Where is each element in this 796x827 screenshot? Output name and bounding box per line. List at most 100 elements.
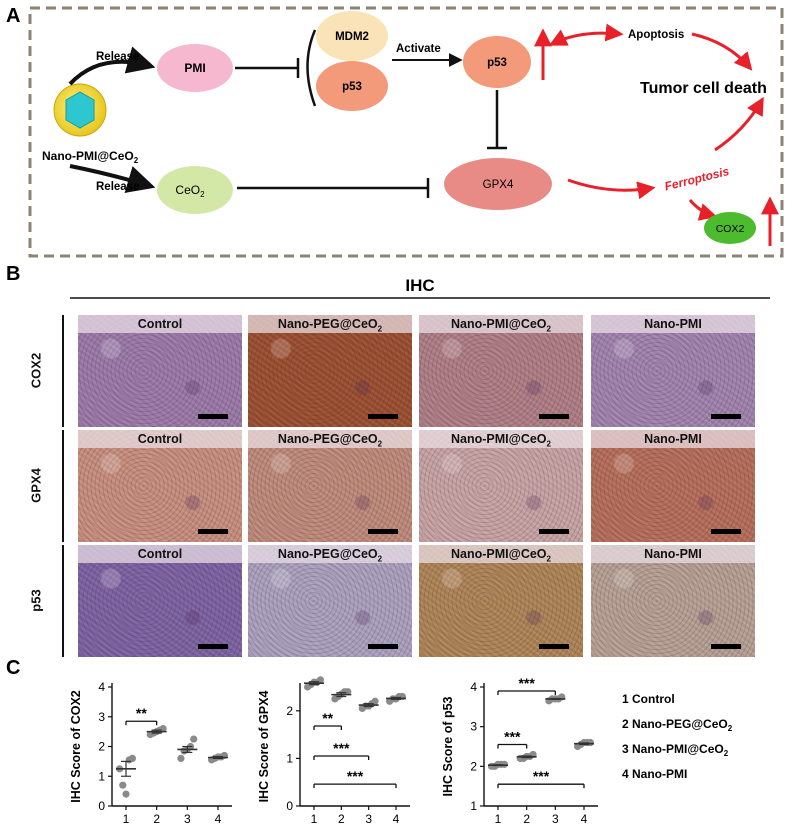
row-label-p53: p53 <box>28 589 44 612</box>
release-arrow-bottom <box>69 164 156 193</box>
y-tick-label: 1 <box>98 769 105 783</box>
y-tick-label: 3 <box>470 720 477 734</box>
ihc-image-p53-2: Nano-PEG@CeO2 <box>248 545 412 657</box>
x-tick-label: 3 <box>184 812 191 826</box>
ihc-column-header-text: Nano-PEG@CeO <box>277 547 378 561</box>
pmi-node <box>157 44 233 92</box>
release-label-top: Release <box>96 51 139 63</box>
tumor-death-label: Tumor cell death <box>640 80 767 97</box>
x-tick-label: 4 <box>215 812 222 826</box>
scale-bar <box>539 644 569 649</box>
y-tick-label: 2 <box>470 759 477 773</box>
ihc-title: IHC <box>405 276 434 295</box>
apoptosis-to-death-arrow <box>691 32 753 71</box>
ihc-column-header-sub: 2 <box>377 439 383 449</box>
ihc-column-header: Nano-PMI <box>591 430 755 448</box>
ihc-column-header: Nano-PMI@CeO2 <box>419 315 583 334</box>
ceo2-node <box>157 166 233 214</box>
significance-label: ** <box>136 705 147 721</box>
scale-bar <box>711 414 741 419</box>
scale-bar <box>198 644 228 649</box>
legend-item-3: 3 Nano-PMI@CeO2 <box>622 742 729 758</box>
ihc-column-header-sub: 2 <box>377 324 383 334</box>
activate-label: Activate <box>396 43 441 55</box>
ihc-column-header: Nano-PEG@CeO2 <box>248 545 412 564</box>
x-tick-label: 3 <box>552 812 559 826</box>
p53-label-right: p53 <box>487 57 507 69</box>
diagram-border <box>28 6 784 258</box>
legend-item-3-sub: 2 <box>724 749 729 758</box>
ihc-column-header-sub: 2 <box>377 554 383 564</box>
data-point <box>177 754 185 763</box>
ceo2-label-sub: 2 <box>200 190 205 199</box>
ihc-image-gpx4-2: Nano-PEG@CeO2 <box>248 430 412 542</box>
release-arrow-top <box>68 46 156 86</box>
ihc-column-header-text: Nano-PMI@CeO <box>451 317 547 331</box>
data-point <box>122 790 130 798</box>
scale-bar <box>711 529 741 534</box>
legend-item-1: 1 Control <box>622 692 675 706</box>
panel-label-a: A <box>6 5 20 27</box>
ihc-image-cox2-4: Nano-PMI <box>591 315 755 427</box>
nano-label-main: Nano-PMI@CeO <box>42 149 134 163</box>
scale-bar <box>368 644 398 649</box>
legend-item-4: 4 Nano-PMI <box>622 767 687 781</box>
legend-item-2-sub: 2 <box>728 724 733 733</box>
ihc-column-header-text: Nano-PEG@CeO <box>277 317 378 331</box>
legend-item-1-text: 1 Control <box>622 692 675 706</box>
ihc-column-header: Nano-PMI <box>591 315 755 333</box>
mdm2-label: MDM2 <box>335 31 369 43</box>
y-tick-label: 2 <box>286 704 293 718</box>
ihc-column-header-text: Nano-PMI <box>644 432 702 446</box>
pmi-label: PMI <box>184 61 205 75</box>
scale-bar <box>539 414 569 419</box>
scale-bar <box>368 414 398 419</box>
significance-label: *** <box>504 729 521 745</box>
ihc-column-header-text: Nano-PMI@CeO <box>451 547 547 561</box>
data-point <box>344 688 352 696</box>
scale-bar <box>198 529 228 534</box>
ihc-column-header: Nano-PMI@CeO2 <box>419 545 583 564</box>
ceo2-label: CeO2 <box>175 183 205 199</box>
significance-label: *** <box>333 740 350 756</box>
data-point <box>128 754 136 763</box>
nanoparticle-icon <box>53 83 107 137</box>
bracket <box>306 29 317 107</box>
ihc-column-header-text: Control <box>137 432 183 446</box>
apoptosis-arrow <box>548 23 624 46</box>
panel-label-b: B <box>6 263 20 285</box>
y-axis-label: IHC Score of COX2 <box>69 690 83 803</box>
x-tick-label: 4 <box>393 812 400 826</box>
legend-item-2-text: 2 Nano-PEG@CeO <box>622 717 728 731</box>
row-bracket <box>62 545 64 657</box>
x-tick-label: 2 <box>153 812 160 826</box>
data-point <box>119 781 127 789</box>
ihc-column-header-text: Nano-PMI@CeO <box>451 432 547 446</box>
p53-node-right <box>463 36 531 88</box>
ihc-image-cox2-2: Nano-PEG@CeO2 <box>248 315 412 427</box>
apoptosis-label: Apoptosis <box>628 29 684 41</box>
legend-item-3-text: 3 Nano-PMI@CeO <box>622 742 724 756</box>
scale-bar <box>539 529 569 534</box>
ihc-image-cox2-3: Nano-PMI@CeO2 <box>419 315 583 427</box>
ferroptosis-to-cox2-arrow <box>688 199 718 221</box>
y-tick-label: 4 <box>98 680 105 694</box>
ihc-image-gpx4-1: Control <box>78 430 242 542</box>
ihc-column-header-text: Control <box>137 317 183 331</box>
y-tick-label: 0 <box>286 799 293 813</box>
panel-label-c: C <box>6 657 20 679</box>
legend-item-4-text: 4 Nano-PMI <box>622 767 687 781</box>
significance-label: *** <box>533 768 550 784</box>
nano-label-sub: 2 <box>134 156 139 165</box>
x-tick-label: 1 <box>495 812 502 826</box>
row-bracket <box>62 315 64 427</box>
legend-item-2: 2 Nano-PEG@CeO2 <box>622 717 733 733</box>
ferroptosis-to-death-arrow <box>714 96 764 152</box>
nano-label: Nano-PMI@CeO2 <box>42 149 139 165</box>
row-label-gpx4: GPX4 <box>28 468 44 503</box>
gpx4-label: GPX4 <box>483 179 514 191</box>
x-tick-label: 1 <box>311 812 318 826</box>
x-tick-label: 3 <box>365 812 372 826</box>
row-label-cox2: COX2 <box>28 352 44 389</box>
